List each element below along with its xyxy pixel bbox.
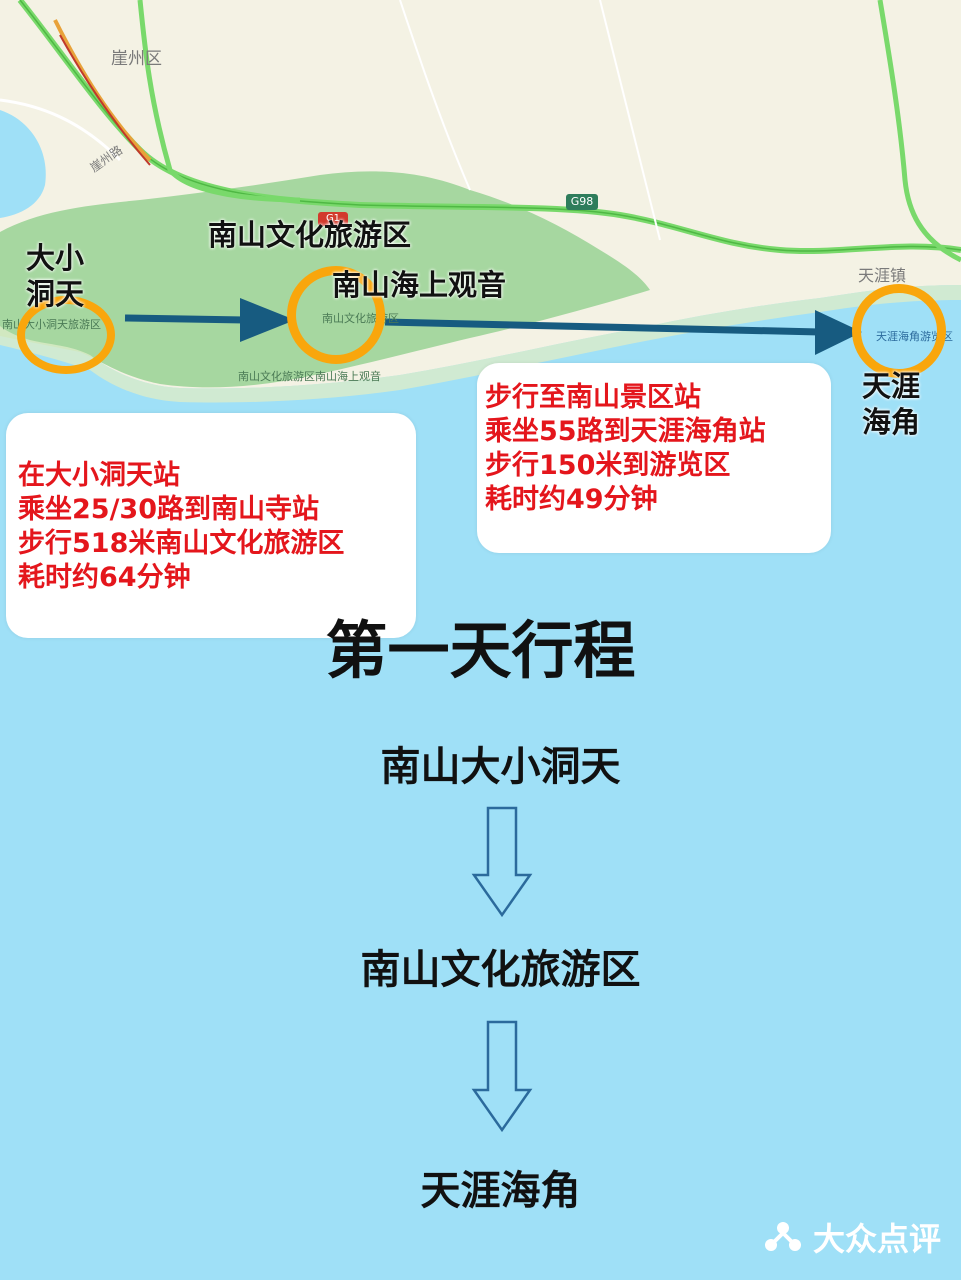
itinerary-step: 南山文化旅游区 <box>360 947 641 993</box>
watermark-text: 大众点评 <box>812 1220 941 1258</box>
card-left-line: 耗时约64分钟 <box>18 562 191 593</box>
label-nanshan-guanyin: 南山海上观音 <box>332 268 507 302</box>
itinerary-title: 第一天行程 <box>325 614 636 687</box>
district-label: 崖州区 <box>111 49 162 69</box>
highway-badge-small: G1 <box>318 212 348 226</box>
watermark: 大众点评 <box>763 1214 941 1260</box>
card-left-line: 在大小洞天站 <box>18 460 180 491</box>
label-nanshan-culture: 南山文化旅游区 <box>208 218 412 252</box>
dianping-logo-icon <box>764 1222 801 1251</box>
highway-badge-small-text: G1 <box>325 213 341 224</box>
itinerary-step: 天涯海角 <box>420 1168 581 1214</box>
card-right-line: 步行至南山景区站 <box>485 382 701 413</box>
label-dadong: 大小 洞天 <box>26 241 85 311</box>
itinerary-step: 南山大小洞天 <box>380 744 621 790</box>
ring-tianya <box>852 284 946 378</box>
poi-nanshan-sub-label: 南山文化旅游区南山海上观音 <box>238 370 381 383</box>
card-right-line: 耗时约49分钟 <box>485 484 658 515</box>
highway-badge: G98 <box>566 194 598 210</box>
card-left: 在大小洞天站 乘坐25/30路到南山寺站 步行518米南山文化旅游区 耗时约64… <box>6 413 416 638</box>
ring-dadong <box>17 296 115 374</box>
ring-nanshan <box>287 266 385 364</box>
card-right-line: 步行150米到游览区 <box>485 450 731 481</box>
card-right-line: 乘坐55路到天涯海角站 <box>485 416 766 447</box>
card-left-line: 步行518米南山文化旅游区 <box>18 528 345 559</box>
town-label: 天涯镇 <box>858 266 907 285</box>
down-arrow-icon <box>471 806 533 918</box>
card-right: 步行至南山景区站 乘坐55路到天涯海角站 步行150米到游览区 耗时约49分钟 <box>477 363 831 553</box>
card-left-line: 乘坐25/30路到南山寺站 <box>18 494 320 525</box>
highway-badge-text: G98 <box>570 195 594 208</box>
label-tianya: 天涯 海角 <box>862 369 921 439</box>
